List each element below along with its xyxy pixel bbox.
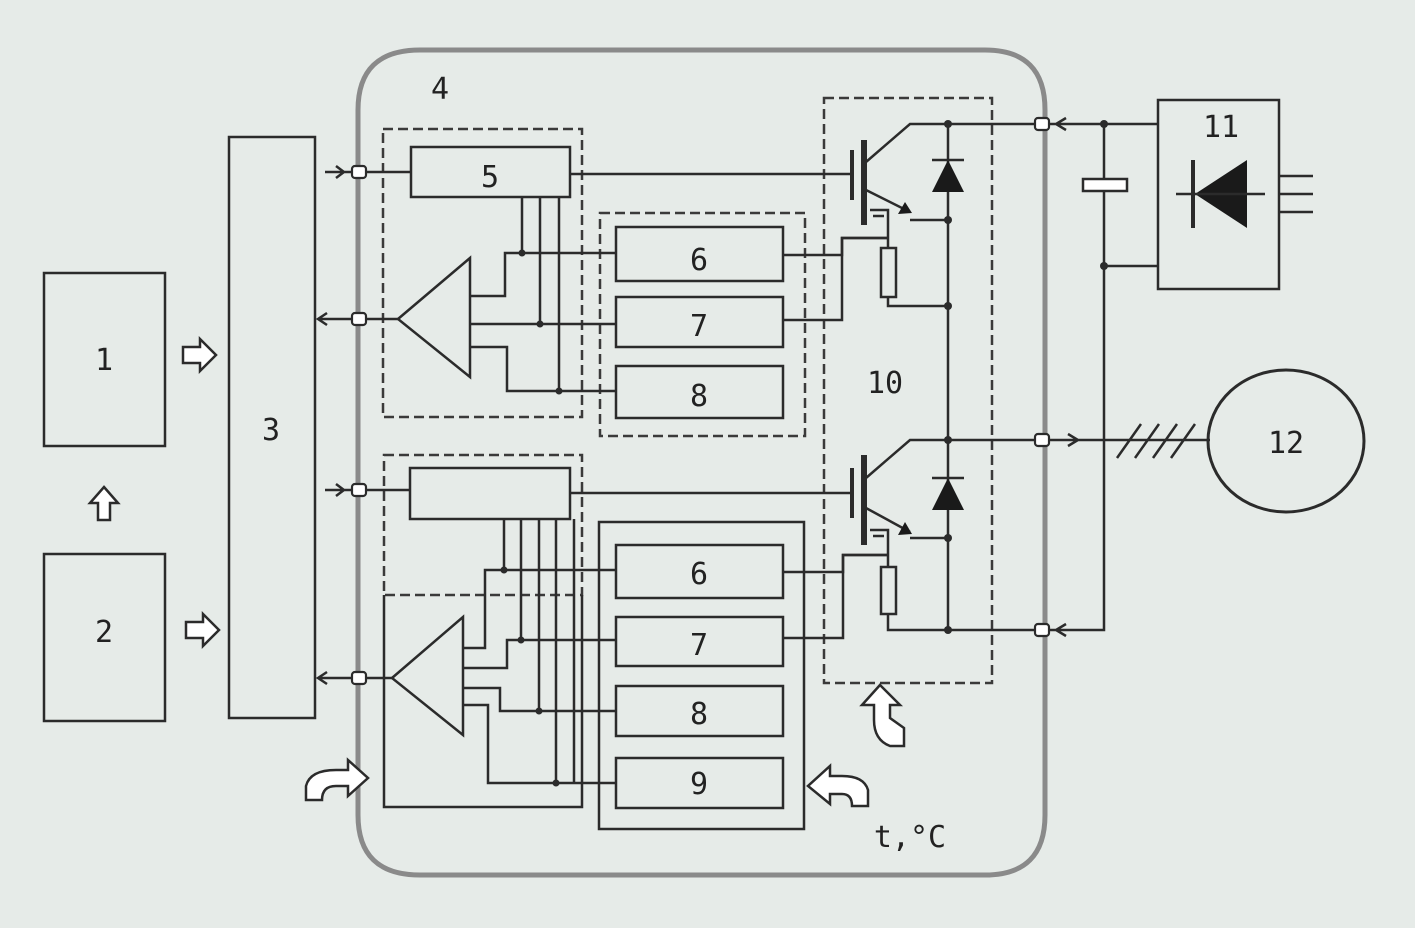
lower-wiring <box>463 519 616 787</box>
upper-input-terminal <box>350 164 368 180</box>
block-12-motor: 12 <box>1206 368 1366 514</box>
dc-link-capacitor <box>1081 124 1129 266</box>
dc-minus-terminal <box>1033 622 1051 638</box>
power-stage-dashed-box <box>822 96 994 685</box>
emitter-taps <box>910 218 948 540</box>
heat-arrow-right <box>806 763 870 808</box>
block-7-lower-label: 7 <box>690 628 708 663</box>
block-11-rectifier: 11 <box>1156 98 1313 291</box>
lower-driver-box <box>382 595 584 809</box>
heat-arrow-up <box>859 683 906 748</box>
block-9: 9 <box>614 756 785 810</box>
lower-logic-triangle <box>390 614 465 738</box>
block-2: 2 <box>42 552 167 723</box>
lower-sensor-box <box>597 520 806 831</box>
block-6-upper: 6 <box>614 225 785 283</box>
block-8-lower: 8 <box>614 684 785 738</box>
lower-igbt <box>570 438 948 550</box>
heat-arrow-left <box>304 757 370 802</box>
block-7-upper-label: 7 <box>690 309 708 344</box>
upper-output-line <box>315 311 352 327</box>
block-7-upper: 7 <box>614 295 785 349</box>
block-9-label: 9 <box>690 767 708 802</box>
block-5-label: 5 <box>481 160 499 195</box>
block-2-label: 2 <box>95 615 113 650</box>
module-frame <box>355 47 1048 878</box>
upper-shunt-resistor <box>783 232 948 322</box>
phase-output-terminal <box>1033 432 1051 448</box>
dc-minus-line <box>1049 264 1158 638</box>
upper-diode <box>932 124 964 440</box>
upper-wiring <box>470 197 616 395</box>
block-6-lower-label: 6 <box>690 557 708 592</box>
block-5: 5 <box>409 145 572 199</box>
block-11-label: 11 <box>1203 110 1239 145</box>
block-12-label: 12 <box>1268 426 1304 461</box>
temperature-label: t,°C <box>874 820 946 855</box>
block-8-lower-label: 8 <box>690 697 708 732</box>
upper-output-terminal <box>350 311 368 327</box>
arrow-up-2-to-1 <box>87 485 121 522</box>
power-stage-junctions <box>944 120 1108 634</box>
lower-input-terminal <box>350 482 368 498</box>
block-6-lower: 6 <box>614 543 785 600</box>
lower-shunt-resistor <box>783 550 1035 640</box>
block-1-label: 1 <box>95 343 113 378</box>
block-6-upper-label: 6 <box>690 243 708 278</box>
three-phase-slashes <box>1115 423 1197 459</box>
lower-driver-dashed-box <box>382 453 584 597</box>
block-8-upper-label: 8 <box>690 379 708 414</box>
module-4-label: 4 <box>431 72 449 107</box>
lower-gate-driver-block <box>408 466 572 521</box>
block-3: 3 <box>227 135 317 720</box>
block-8-upper: 8 <box>614 364 785 420</box>
upper-driver-dashed-box <box>381 127 584 419</box>
lower-input-line <box>325 483 352 497</box>
dc-plus-terminal <box>1033 116 1051 132</box>
block-1: 1 <box>42 271 167 448</box>
upper-igbt <box>570 122 948 232</box>
upper-input-line <box>325 165 352 179</box>
block-3-label: 3 <box>262 413 280 448</box>
arrow-right-1-to-3 <box>181 335 218 375</box>
lower-output-terminal <box>350 670 368 686</box>
block-7-lower: 7 <box>614 615 785 668</box>
arrow-right-2-to-3 <box>184 610 221 650</box>
block-10-label: 10 <box>867 366 903 401</box>
lower-output-line <box>315 670 352 686</box>
upper-logic-triangle <box>396 255 472 380</box>
